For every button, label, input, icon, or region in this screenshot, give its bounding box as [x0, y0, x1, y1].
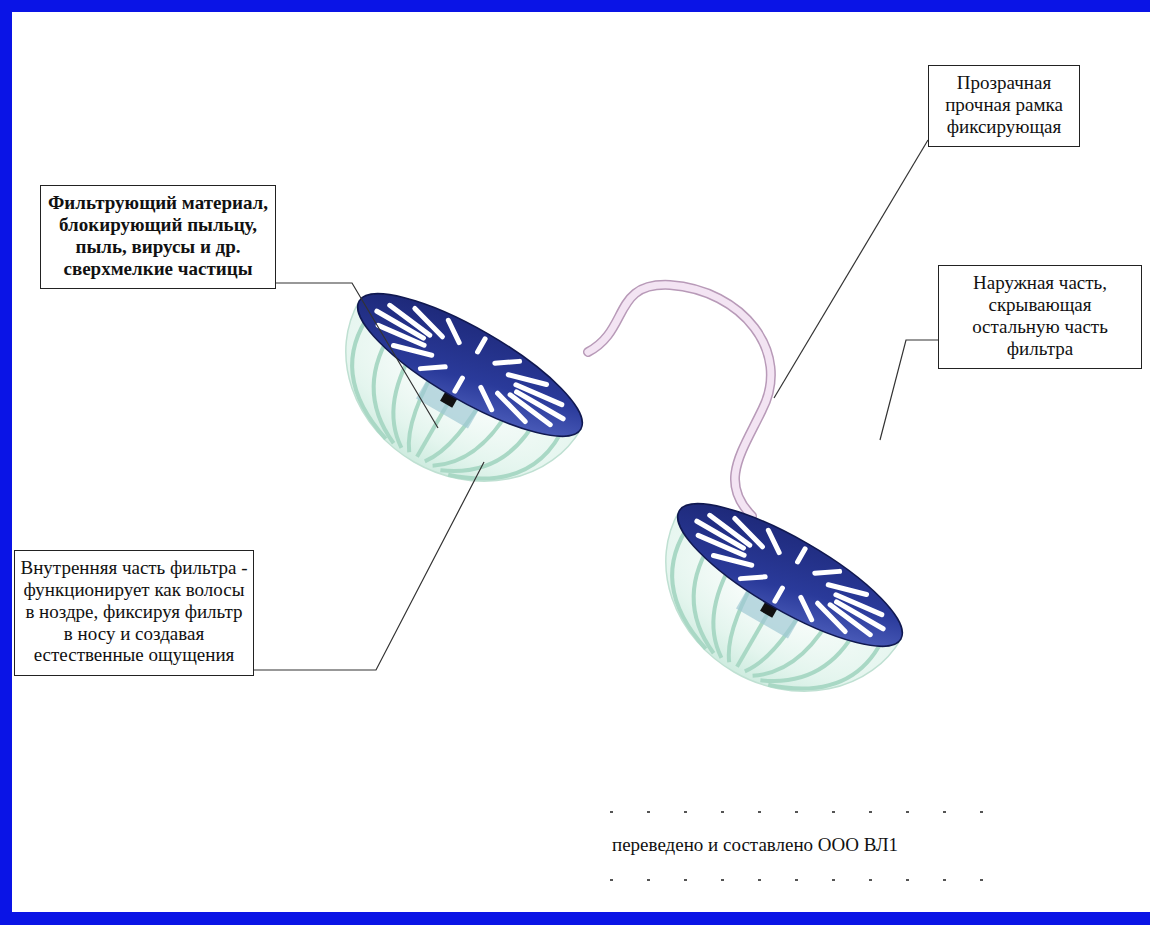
disk-slot [474, 387, 499, 409]
disk-slot [794, 597, 819, 619]
outer-disk [341, 270, 599, 460]
disk-slot [812, 603, 850, 631]
callout-text: Прозрачная прочная рамка фиксирующая [934, 72, 1074, 138]
outer-disk [661, 480, 919, 670]
callout-text: Внутренняя часть фильтра - функционирует… [20, 557, 248, 666]
disk-slot [478, 339, 486, 352]
callout-text: Наружная часть, скрывающая остальную час… [944, 272, 1136, 359]
disk-slot [775, 588, 783, 601]
dotted-rule [610, 811, 985, 813]
dotted-rule [610, 879, 985, 881]
disk-slot [815, 561, 840, 583]
leader-line [880, 340, 938, 440]
filter-right [623, 480, 919, 736]
filter-left [303, 270, 599, 526]
disk-slot [730, 518, 768, 546]
callout-box: Фильтрующий материал, блокирующий пыльцу… [40, 185, 276, 289]
page-ground [12, 12, 1150, 912]
leader-line [774, 140, 928, 398]
disk-slot [455, 378, 463, 391]
dome-body [303, 301, 581, 526]
frame-bridge [588, 285, 771, 516]
disk-slot [495, 351, 520, 373]
disk-slot [761, 530, 786, 552]
disk-slot [798, 549, 806, 562]
callout-text: Фильтрующий материал, блокирующий пыльцу… [46, 192, 270, 279]
leader-line [276, 283, 438, 428]
callout-box: Внутренняя часть фильтра - функционирует… [14, 550, 254, 676]
disk-slot [410, 308, 448, 336]
disk-slot [516, 380, 562, 410]
leader-line [254, 462, 484, 670]
disk-slot [492, 393, 530, 421]
disk-slot [420, 357, 445, 379]
dome-body [623, 511, 901, 736]
disk-slot [740, 567, 765, 589]
disk-slot [836, 590, 882, 620]
disk-slot [441, 320, 466, 342]
callout-box: Наружная часть, скрывающая остальную час… [938, 265, 1142, 369]
footer-note: переведено и составлено ООО ВЛ1 [612, 834, 898, 856]
callout-box: Прозрачная прочная рамка фиксирующая [928, 65, 1080, 147]
frame-bridge-outline [588, 285, 771, 516]
